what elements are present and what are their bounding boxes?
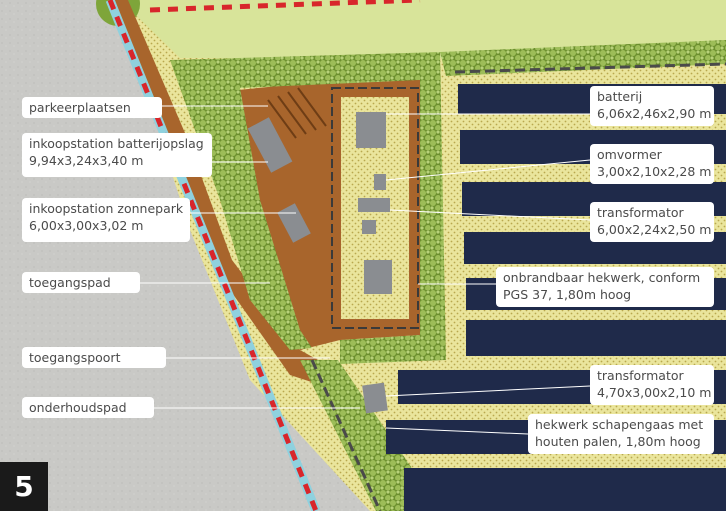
inkoopstation-battery-block [247, 117, 293, 173]
inverter-block [374, 174, 386, 190]
figure-number: 5 [0, 462, 48, 511]
label-transformator-2: transformator 4,70x3,00x2,10 m [590, 365, 714, 405]
leader-lines [140, 105, 591, 435]
label-toegangspad: toegangspad [22, 272, 140, 293]
battery-block [356, 112, 386, 148]
hedge-lower [300, 360, 420, 511]
label-hekwerk-schapengaas: hekwerk schapengaas met houten palen, 1,… [528, 414, 714, 454]
grass-strip-top [120, 0, 726, 58]
transformer-block [358, 198, 390, 212]
hedge-ring [170, 52, 446, 364]
property-border-red [107, 0, 319, 511]
transformer-block-2 [362, 382, 388, 414]
label-parkeerplaatsen: parkeerplaatsen [22, 97, 162, 118]
property-border-top [149, 0, 421, 13]
label-batterij: batterij 6,06x2,46x2,90 m [590, 86, 714, 126]
label-onderhoudspad: onderhoudspad [22, 397, 154, 418]
label-omvormer: omvormer 3,00x2,10x2,28 m [590, 144, 714, 184]
label-onbrandbaar-hekwerk: onbrandbaar hekwerk, conform PGS 37, 1,8… [496, 267, 714, 307]
sheep-fence [310, 359, 382, 511]
parking-stripes [267, 87, 327, 139]
compound-fence [331, 87, 419, 329]
dirt-path [112, 0, 336, 390]
label-toegangspoort: toegangspoort [22, 347, 166, 368]
equipment [247, 112, 392, 414]
label-inkoopstation-batterijopslag: inkoopstation batterijopslag 9,94x3,24x3… [22, 133, 212, 177]
label-transformator-1: transformator 6,00x2,24x2,50 m [590, 202, 714, 242]
outer-fence [454, 62, 726, 74]
label-inkoopstation-zonnepark: inkoopstation zonnepark 6,00x3,00x3,02 m [22, 198, 190, 242]
